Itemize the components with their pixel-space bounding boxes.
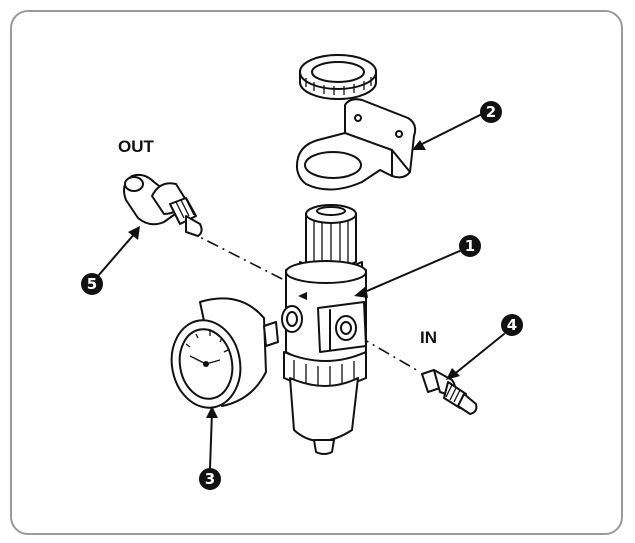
in-label: IN <box>420 328 437 347</box>
leader-arrow-1 <box>354 286 368 298</box>
callout-1-number: 1 <box>465 237 475 255</box>
leader-line-1 <box>359 249 463 295</box>
callout-4-number: 4 <box>507 316 517 334</box>
ring-nut <box>299 54 377 100</box>
leader-arrow-2 <box>412 140 426 150</box>
callout-5-number: 5 <box>87 275 97 293</box>
callout-2-number: 2 <box>486 103 496 121</box>
filter-regulator <box>281 204 367 455</box>
leader-arrow-3 <box>206 406 218 418</box>
outlet-axis-line <box>185 229 293 285</box>
outlet-elbow-fitting <box>123 173 203 237</box>
leader-arrow-5 <box>128 226 140 240</box>
callout-3: 3 <box>199 468 221 490</box>
callout-1: 1 <box>459 235 481 257</box>
leader-line-4 <box>451 333 505 377</box>
pressure-gauge <box>170 297 279 409</box>
inlet-axis-line <box>357 335 421 373</box>
callout-2: 2 <box>480 101 502 123</box>
out-label: OUT <box>118 137 155 156</box>
callout-4: 4 <box>501 314 523 336</box>
leader-line-5 <box>97 231 137 277</box>
leader-arrow-4 <box>446 368 460 380</box>
inlet-fitting <box>421 369 478 415</box>
callout-5: 5 <box>81 273 103 295</box>
callout-3-number: 3 <box>205 470 215 488</box>
leader-line-2 <box>417 113 483 147</box>
mounting-bracket <box>295 98 417 191</box>
leader-line-3 <box>209 411 213 469</box>
